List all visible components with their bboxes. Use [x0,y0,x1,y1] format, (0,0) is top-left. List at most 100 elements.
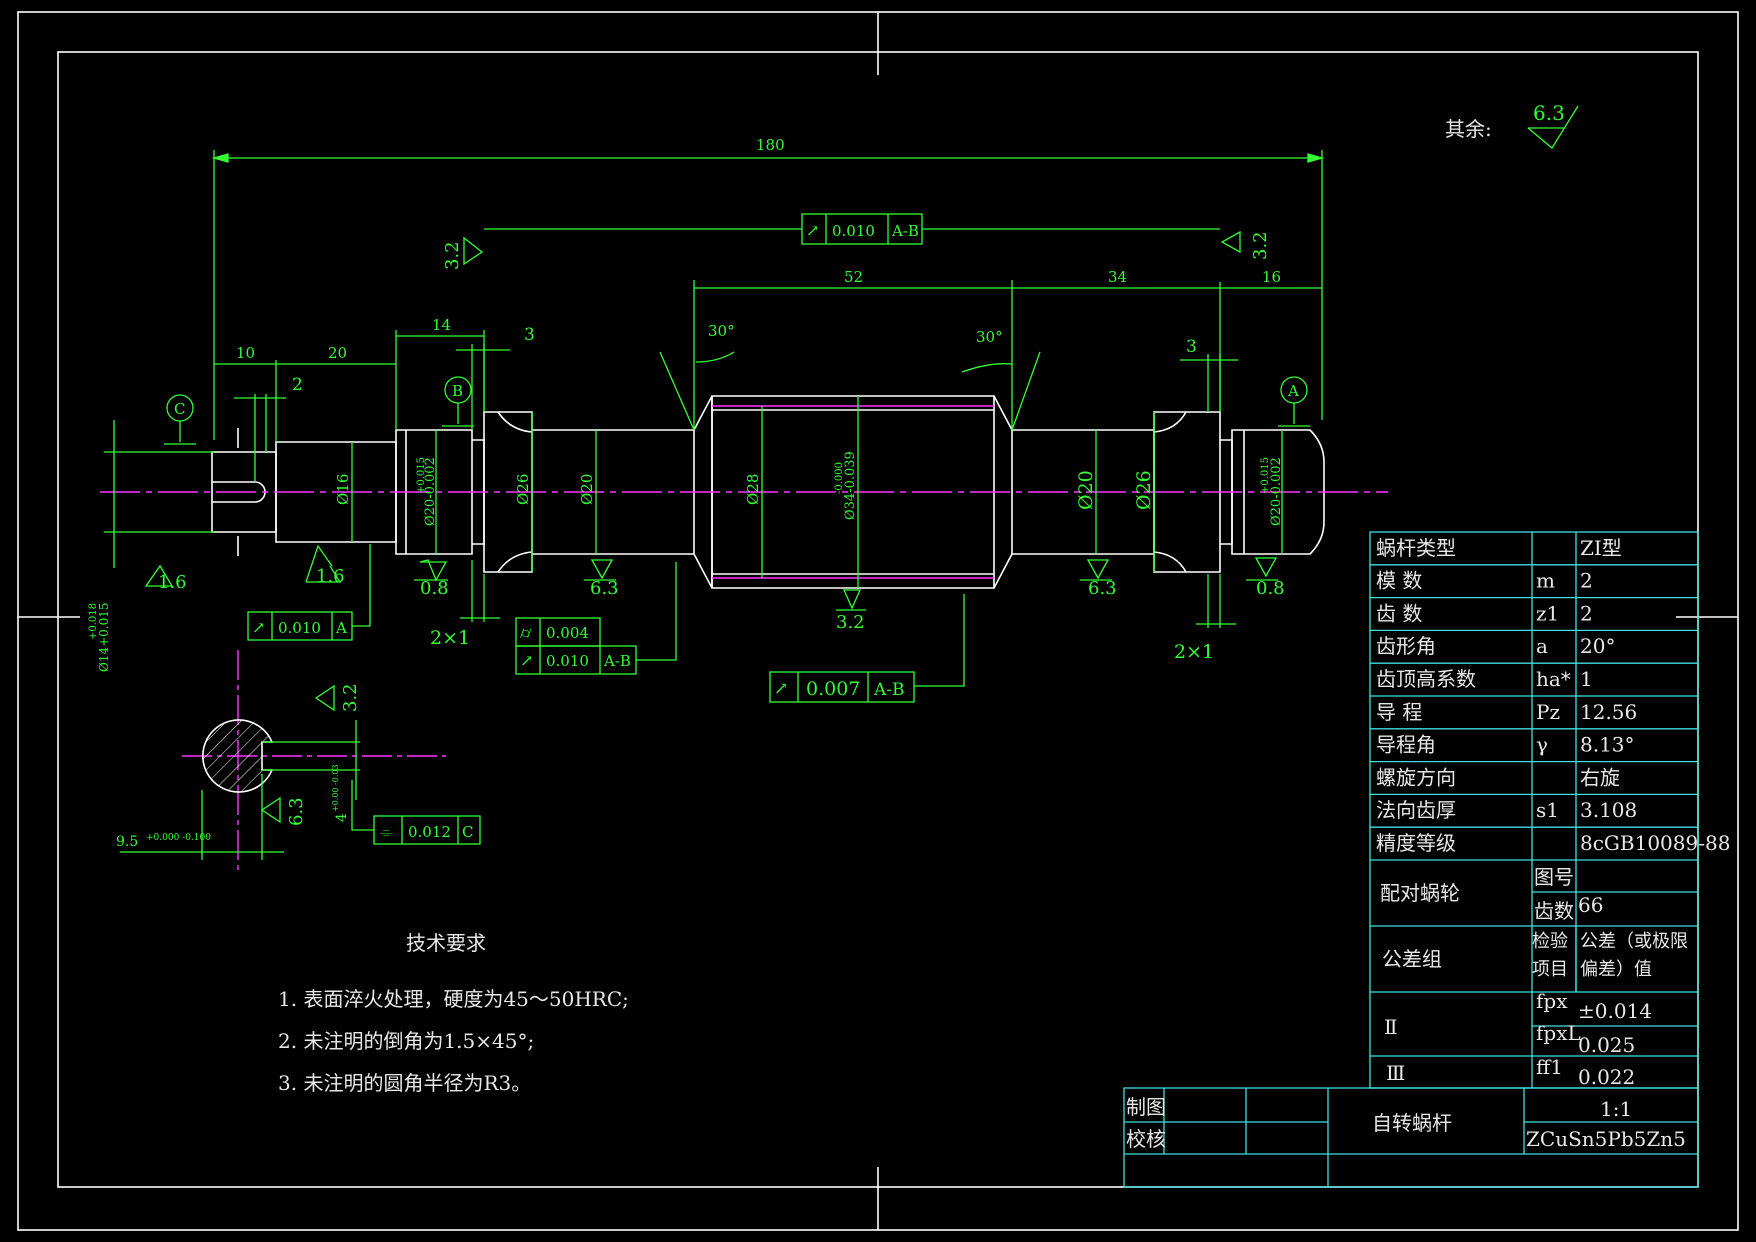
tech-req-title: 技术要求 [406,931,486,955]
param-symbol: a [1536,634,1548,658]
dim-chamfer-left: 2×1 [430,627,470,649]
title-scale: 1:1 [1600,1097,1632,1121]
dim-section-width-tol: +0.000 -0.100 [146,833,211,843]
param-value: 20° [1580,634,1615,658]
group-iii-label: Ⅲ [1386,1061,1405,1085]
dim-angle-left: 30° [708,322,735,340]
dim-right-journal-length: 34 [1108,268,1127,286]
roughness-general-label: 其余: [1445,117,1492,141]
param-name: 齿顶高系数 [1376,667,1476,691]
dim-groove-right: 3 [1186,337,1197,357]
dim-dia-26-left: Ø26 [514,474,532,505]
gtol-3-symbol: ↗ [520,651,533,670]
group-ii-label: Ⅱ [1384,1015,1398,1039]
gtol-1-symbol: ↗ [252,618,265,637]
tolerance-group-label: 公差组 [1382,947,1442,971]
dim-groove-left: 3 [524,325,535,345]
gtol-0-value: 0.010 [832,222,875,240]
param-symbol: ha* [1536,667,1571,691]
param-name: 模 数 [1376,569,1422,593]
gtol-3-datum: A-B [603,652,631,670]
title-block [1123,1087,1699,1188]
param-name: 齿形角 [1376,634,1436,658]
group-ii-sym-2: fpxL [1536,1021,1581,1045]
roughness-general-value: 6.3 [1533,101,1565,125]
keyway-section-view: 9.5 +0.000 -0.100 4 +0.00 -0.03 [116,650,446,870]
param-name: 蜗杆类型 [1376,536,1456,560]
title-material: ZCuSn5Pb5Zn5 [1526,1127,1686,1151]
dim-dia-26-right: Ø26 [1133,470,1155,510]
mating-wheel-teeth-label: 齿数 [1534,899,1574,923]
gtol-2-value: 0.004 [546,624,589,642]
roughness-general-symbol [1527,105,1579,149]
param-value: 1 [1580,667,1593,691]
dim-dia-20-mid-left: Ø20 [578,474,596,505]
gtol-4-datum: A-B [873,680,905,700]
param-name: 螺旋方向 [1376,765,1456,789]
roughness-mark-9: 3.2 [1250,231,1271,260]
dim-right-end-length: 16 [1262,268,1281,286]
dim-dia-34-tol: -0.000 [834,462,845,494]
dim-dia-20-left-tol: +0.015 [416,457,427,494]
param-value: 右旋 [1580,765,1620,789]
param-value: 2 [1580,601,1593,625]
roughness-mark-3: 0.8 [420,578,449,599]
roughness-mark-1: 1.6 [158,572,187,593]
gtol-0-datum: A-B [891,222,919,240]
dim-dia-20-right: Ø20-0.002 [1269,457,1284,526]
tech-req-1: 1. 表面淬火处理，硬度为45～50HRC; [278,987,629,1011]
datum-b: B [452,382,463,400]
gtol-2-symbol: ⌭ [520,623,532,642]
gtol-1-value: 0.010 [278,619,321,637]
dim-dia-14: Ø14+0.015 [97,602,111,672]
param-name: 齿 数 [1376,601,1422,625]
dim-dia-28: Ø28 [744,474,762,505]
roughness-mark-6: 6.3 [1088,578,1117,599]
param-value: 8.13° [1580,733,1635,757]
dim-overall-length: 180 [756,136,785,154]
param-symbol: Pz [1536,700,1560,724]
group-ii-sym-1: fpx [1536,989,1568,1013]
tech-req-2: 2. 未注明的倒角为1.5×45°; [278,1029,534,1053]
roughness-mark-7: 0.8 [1256,578,1285,599]
datum-c: C [174,400,185,418]
title-checked-label: 校核 [1126,1127,1166,1151]
mating-wheel-label: 配对蜗轮 [1380,881,1460,905]
param-symbol: z1 [1536,601,1559,625]
param-symbol: γ [1536,733,1548,757]
group-iii-val-1: 0.022 [1578,1065,1635,1089]
gtol-5-datum: C [462,823,473,841]
gtol-0-symbol: ↗ [806,221,819,240]
dim-worm-length: 52 [844,268,863,286]
title-part-name: 自转蜗杆 [1372,1111,1452,1135]
dim-dia-16: Ø16 [334,474,352,505]
tolerance-check-label: 检验项目 [1532,931,1568,980]
dim-section-width: 9.5 [116,834,138,850]
gtol-4-value: 0.007 [806,678,860,700]
mating-wheel-fig-label: 图号 [1534,865,1574,889]
roughness-mark-8: 3.2 [442,241,463,270]
gtol-4-symbol: ↗ [774,679,788,699]
dim-key-width-tol: +0.00 -0.03 [331,764,340,812]
dim-chamfer-right: 2×1 [1174,641,1214,663]
group-ii-val-2: 0.025 [1578,1033,1635,1057]
param-value: 8cGB10089-88 [1580,831,1730,855]
param-name: 法向齿厚 [1376,798,1456,822]
dim-dia-20-right-tol: +0.015 [1260,457,1271,494]
param-symbol: m [1536,569,1555,593]
roughness-mark-4: 6.3 [590,578,619,599]
dim-left-step-1: 10 [236,344,255,362]
gtol-5-symbol: ⌯ [380,822,393,841]
param-name: 导 程 [1376,700,1422,724]
roughness-mark-2: 1.6 [316,566,345,587]
mating-wheel-teeth-value: 66 [1578,893,1603,917]
datum-a: A [1287,382,1299,400]
param-value: 2 [1580,569,1593,593]
gtol-5-value: 0.012 [408,823,451,841]
param-value: ZI型 [1580,536,1622,560]
group-iii-sym-1: ff1 [1536,1055,1563,1079]
param-symbol: s1 [1536,798,1559,822]
dim-dia-14-tol: +0.018 [88,603,99,640]
dim-left-step-2: 20 [328,344,347,362]
